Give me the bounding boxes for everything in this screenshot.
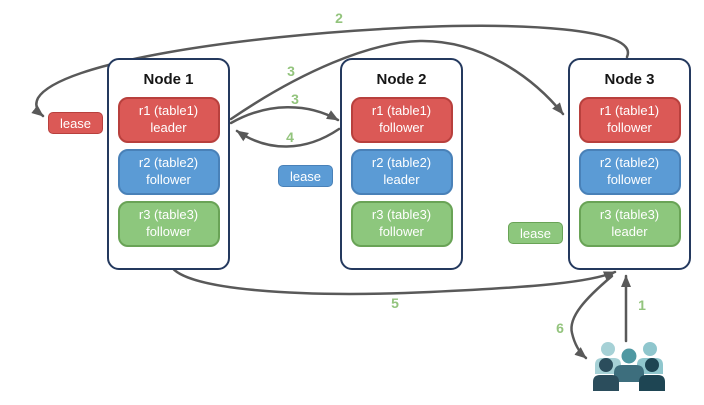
replica-name: r1 (table1) <box>138 103 199 119</box>
node-3: Node 3 r1 (table1) follower r2 (table2) … <box>568 58 691 270</box>
node-1: Node 1 r1 (table1) leader r2 (table2) fo… <box>107 58 230 270</box>
replica-role: follower <box>607 172 652 187</box>
replica-name: r1 (table1) <box>599 103 660 119</box>
node-3-replica-r2: r2 (table2) follower <box>578 149 681 195</box>
replica-role: leader <box>383 172 420 187</box>
node-1-title: Node 1 <box>143 71 194 88</box>
replica-role: leader <box>611 224 648 239</box>
replica-name: r3 (table3) <box>371 207 432 223</box>
arrow-label-4: 4 <box>286 129 294 145</box>
node-2-replica-r3: r3 (table3) follower <box>350 201 453 247</box>
replica-role: follower <box>379 224 424 239</box>
arrow-label-1: 1 <box>638 297 646 313</box>
replica-name: r3 (table3) <box>599 207 660 223</box>
arrow-5-forward <box>169 264 617 296</box>
arrow-label-3-long: 3 <box>287 63 295 79</box>
arrow-label-3-short: 3 <box>291 91 299 107</box>
arrow-4-ack <box>235 127 341 148</box>
users-group-icon <box>593 342 665 391</box>
person-icon <box>614 348 644 382</box>
replica-name: r2 (table2) <box>599 155 660 171</box>
node-2-replica-r2: r2 (table2) leader <box>350 149 453 195</box>
arrow-6-client-response <box>570 274 614 360</box>
person-icon <box>593 358 619 391</box>
arrow-2-lease-transfer <box>31 24 630 118</box>
lease-badge-r1: lease <box>48 112 103 134</box>
replica-role: follower <box>146 172 191 187</box>
replica-role: follower <box>146 224 191 239</box>
arrow-3-replicate-node2 <box>229 106 340 125</box>
arrow-label-2: 2 <box>335 10 343 26</box>
replica-name: r2 (table2) <box>371 155 432 171</box>
node-1-replica-r1: r1 (table1) leader <box>117 97 220 143</box>
lease-badge-r2: lease <box>278 165 333 187</box>
arrow-label-5: 5 <box>391 295 399 311</box>
node-1-replica-r3: r3 (table3) follower <box>117 201 220 247</box>
person-icon <box>639 358 665 391</box>
replica-role: leader <box>150 120 187 135</box>
node-1-replica-r2: r2 (table2) follower <box>117 149 220 195</box>
replica-name: r2 (table2) <box>138 155 199 171</box>
node-2-replica-r1: r1 (table1) follower <box>350 97 453 143</box>
arrow-label-6: 6 <box>556 320 564 336</box>
node-2-title: Node 2 <box>376 71 427 88</box>
node-3-replica-r1: r1 (table1) follower <box>578 97 681 143</box>
arrow-3-replicate-node3 <box>229 39 565 121</box>
replica-name: r3 (table3) <box>138 207 199 223</box>
lease-badge-r3: lease <box>508 222 563 244</box>
replica-role: follower <box>379 120 424 135</box>
replica-name: r1 (table1) <box>371 103 432 119</box>
replica-role: follower <box>607 120 652 135</box>
node-3-replica-r3: r3 (table3) leader <box>578 201 681 247</box>
node-3-title: Node 3 <box>604 71 655 88</box>
node-2: Node 2 r1 (table1) follower r2 (table2) … <box>340 58 463 270</box>
